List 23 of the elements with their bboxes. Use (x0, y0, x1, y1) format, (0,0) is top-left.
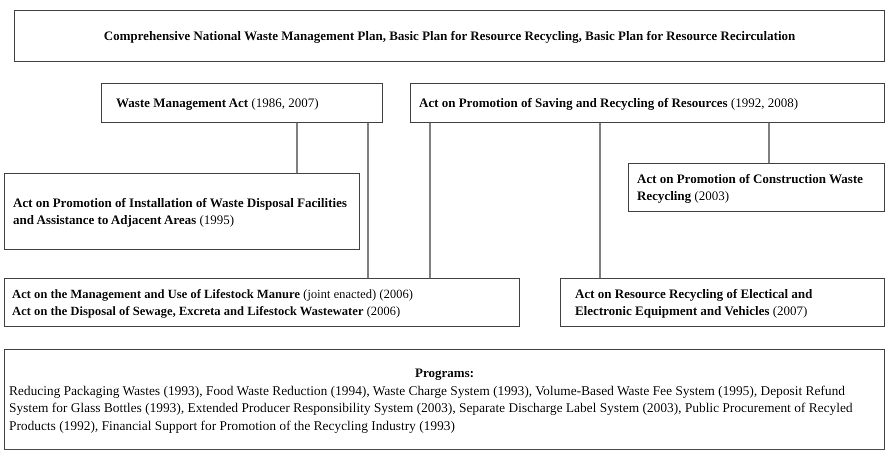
act-box (628, 163, 885, 212)
connector-line (768, 123, 770, 163)
act-box (410, 83, 885, 123)
box-text: Comprehensive National Waste Management Plan, Basic Plan for Resource Recycling, Basic Plan for Resource Recirculation (104, 28, 796, 44)
box-text: Act on Promotion of Saving and Recycling of Resources (1992, 2008) (419, 94, 798, 112)
act-box (4, 349, 885, 450)
box-heading: Programs: (414, 365, 475, 382)
connector-line (599, 123, 601, 278)
act-box (560, 278, 885, 327)
box-text: Act on Promotion of Construction Waste Recycling (2003) (637, 170, 864, 204)
box-text: Act on Promotion of Installation of Waste Disposal Facilities and Assistance to Adjacent Areas (1995) (13, 194, 348, 228)
box-text: Act on Resource Recycling of Electical and Electronic Equipment and Vehicles (2007) (575, 286, 814, 320)
connector-line (429, 123, 431, 278)
connector-line (296, 123, 298, 173)
act-box (4, 278, 520, 327)
box-text: Waste Management Act (1986, 2007) (116, 94, 319, 112)
connector-line (367, 123, 369, 278)
box-text: Act on the Disposal of Sewage, Excreta and Lifestock Wastewater (2006) (12, 302, 400, 319)
act-box (14, 10, 885, 62)
box-text: Act on the Management and Use of Lifestock Manure (joint enacted) (2006) (12, 286, 413, 302)
act-box (101, 83, 383, 123)
act-box (4, 173, 360, 250)
box-text: Reducing Packaging Wastes (1993), Food Waste Reduction (1994), Waste Charge System (1993), Volume-Based Waste Fee System (1995), Deposit Refund System for Glass Bottles (1993), Extended Producer Responsibility System (2003), Separate Discharge Label System (2003), Public Procurement of Recyled Products (1992), Financial Support for Promotion of the Recycling Industry (1993) (9, 382, 854, 434)
